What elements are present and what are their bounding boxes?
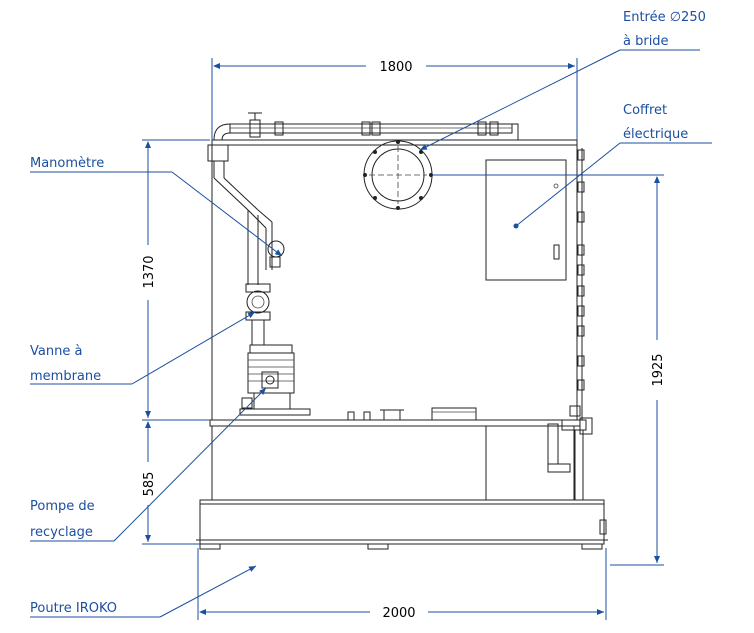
label-inlet-line2: à bride	[623, 34, 669, 49]
diaphragm-valve	[245, 283, 271, 345]
label-pump-line2: recyclage	[30, 525, 93, 540]
dim-label-1370: 1370	[142, 255, 157, 288]
leader-beam	[30, 565, 257, 618]
label-inlet-line1: Entrée ∅250	[623, 10, 706, 25]
label-gauge: Manomètre	[30, 156, 104, 171]
dim-label-1800: 1800	[379, 60, 412, 75]
lower-tank	[209, 417, 593, 501]
label-valve-line1: Vanne à	[30, 344, 82, 359]
retention-tray	[196, 499, 608, 541]
dim-label-585: 585	[142, 472, 157, 497]
side-fittings	[569, 148, 585, 420]
recycle-pump	[239, 344, 311, 416]
tank-top-items	[347, 407, 477, 421]
dim-left-1370	[142, 139, 210, 421]
leader-gauge	[30, 171, 283, 257]
iroko-beams	[199, 539, 605, 550]
leader-cabinet	[513, 142, 712, 229]
leader-valve	[30, 311, 256, 385]
label-valve-line2: membrane	[30, 369, 101, 384]
manometer	[267, 240, 285, 268]
dim-left-585	[142, 421, 200, 545]
dim-right-1925	[432, 174, 664, 566]
label-cabinet-line1: Coffret	[623, 103, 667, 118]
label-pump-line1: Pompe de	[30, 499, 95, 514]
leader-inlet	[419, 49, 700, 151]
label-cabinet-line2: électrique	[623, 127, 688, 142]
label-beam: Poutre IROKO	[30, 601, 117, 616]
dim-bottom-2000	[197, 548, 607, 620]
recycle-pipe	[207, 144, 273, 285]
electrical-cabinet	[485, 159, 567, 281]
dim-label-1925: 1925	[651, 353, 666, 386]
leader-pump	[30, 387, 267, 542]
dim-label-2000: 2000	[382, 606, 415, 621]
top-pipe	[213, 112, 519, 141]
inlet-flange	[363, 140, 433, 210]
